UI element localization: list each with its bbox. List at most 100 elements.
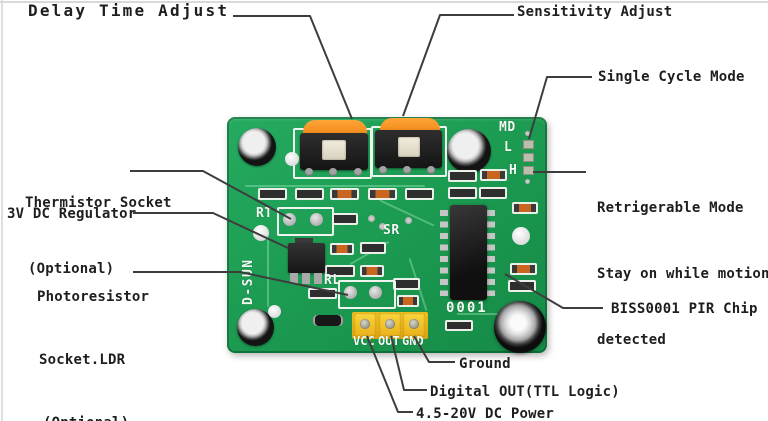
- pot-leg: [329, 168, 337, 176]
- label-regulator: 3V DC Regulator: [7, 206, 137, 222]
- pcb-trace: [267, 237, 269, 307]
- socket-pad: [369, 286, 382, 299]
- label-thermistor: Thermistor Socket (Optional): [25, 148, 172, 324]
- biss0001-ic: [450, 205, 487, 300]
- regulator-leg: [290, 273, 298, 284]
- label-retrigerable-line1: Retrigerable Mode: [597, 200, 744, 216]
- mounting-screw-top-left: [238, 128, 276, 166]
- smd-resistor: [308, 288, 337, 299]
- silkscreen-vcc-label: VCC: [353, 334, 375, 348]
- solder-joint: [368, 215, 375, 222]
- white-pad: [285, 152, 299, 166]
- pot-leg: [427, 166, 435, 174]
- pin-metal: [360, 319, 370, 329]
- smd-resistor: [397, 295, 419, 307]
- electrolytic-capacitor: [494, 301, 546, 353]
- ic-pins-right: [487, 210, 495, 296]
- regulator-tab: [295, 238, 313, 246]
- label-photoresistor-line3: (Optional): [43, 413, 149, 421]
- photo-edge-left: [1, 0, 3, 421]
- smd-resistor: [360, 265, 384, 277]
- silkscreen-brand-label: D-SUN: [241, 258, 256, 305]
- label-single-cycle: Single Cycle Mode: [598, 69, 745, 85]
- voltage-regulator: [288, 243, 325, 273]
- mounting-screw-bottom-left: [237, 309, 274, 346]
- callout-line-delay-time: [233, 15, 353, 120]
- callout-line-sensitivity: [402, 14, 514, 117]
- smd-resistor: [405, 188, 434, 200]
- pin-gnd: [403, 313, 425, 337]
- pcb-trace: [245, 185, 425, 187]
- mode-jumper-pad-l: [523, 140, 534, 149]
- label-dc-power: 4.5-20V DC Power: [416, 406, 555, 421]
- jumper-via: [525, 131, 530, 136]
- regulator-leg: [314, 273, 322, 284]
- silkscreen-l-label: L: [504, 140, 513, 155]
- smd-resistor: [480, 169, 507, 181]
- white-pad: [253, 225, 269, 241]
- silkscreen-sr-label: SR: [383, 223, 400, 238]
- label-ground: Ground: [459, 356, 511, 372]
- pot-leg: [403, 166, 411, 174]
- sensitivity-pot-slot: [398, 137, 420, 157]
- socket-pad: [310, 213, 323, 226]
- solder-joint: [379, 223, 386, 230]
- white-pad: [268, 305, 281, 318]
- ic-pins-left: [440, 210, 448, 296]
- label-photoresistor-line2: Socket.LDR: [39, 352, 126, 368]
- mode-jumper-pad-h: [523, 166, 534, 175]
- smd-resistor: [368, 188, 397, 200]
- label-retrigerable-line3: detected: [597, 332, 667, 348]
- jumper-via: [525, 179, 530, 184]
- label-photoresistor: Photoresistor Socket.LDR (Optional): [37, 245, 149, 421]
- smd-resistor: [512, 202, 538, 214]
- pcb-trace: [457, 313, 517, 315]
- silkscreen-gnd-label: GND: [402, 334, 424, 348]
- smd-resistor: [445, 320, 473, 331]
- smd-resistor: [295, 188, 324, 200]
- label-delay-time: Delay Time Adjust: [28, 1, 230, 20]
- silkscreen-chip-marking: 0001: [446, 300, 488, 316]
- pin-vcc: [354, 313, 376, 337]
- label-digital-out: Digital OUT(TTL Logic): [430, 384, 620, 400]
- socket-pad: [283, 213, 296, 226]
- smd-resistor: [393, 278, 420, 290]
- mounting-screw-top-right: [447, 129, 491, 173]
- white-pad: [512, 227, 530, 245]
- label-photoresistor-line1: Photoresistor: [37, 289, 150, 305]
- silkscreen-rt-label: RT: [256, 206, 273, 221]
- label-sensitivity: Sensitivity Adjust: [517, 4, 673, 20]
- delay-pot-slot: [322, 140, 346, 160]
- label-biss-chip: BISS0001 PIR Chip: [611, 301, 758, 317]
- pir-module-board: MD L H RT SR: [227, 117, 547, 353]
- label-thermistor-line1: Thermistor Socket: [25, 195, 172, 211]
- label-retrigerable: Retrigerable Mode Stay on while motion d…: [597, 153, 768, 395]
- smd-resistor: [258, 188, 287, 200]
- smd-resistor: [330, 188, 359, 200]
- smd-resistor: [448, 187, 477, 199]
- pot-leg: [354, 168, 362, 176]
- smd-resistor: [360, 242, 386, 254]
- photo-edge-top: [0, 1, 768, 3]
- smd-diode: [315, 315, 341, 326]
- solder-joint: [405, 217, 412, 224]
- label-retrigerable-line2: Stay on while motion: [597, 266, 768, 282]
- label-thermistor-line2: (Optional): [28, 261, 115, 277]
- smd-resistor: [330, 243, 354, 255]
- smd-resistor: [448, 170, 477, 182]
- pin-metal: [409, 319, 419, 329]
- regulator-leg: [302, 273, 310, 284]
- smd-resistor: [508, 280, 536, 292]
- smd-resistor: [479, 187, 507, 199]
- pot-leg: [379, 166, 387, 174]
- pin-out: [379, 313, 401, 337]
- smd-resistor: [510, 263, 537, 275]
- mode-jumper-pad-mid: [523, 153, 534, 162]
- silkscreen-md-label: MD: [499, 120, 516, 135]
- smd-resistor: [332, 213, 358, 225]
- pot-leg: [305, 168, 313, 176]
- silkscreen-h-label: H: [509, 163, 518, 178]
- pin-metal: [385, 319, 395, 329]
- silkscreen-out-label: OUT: [378, 334, 400, 348]
